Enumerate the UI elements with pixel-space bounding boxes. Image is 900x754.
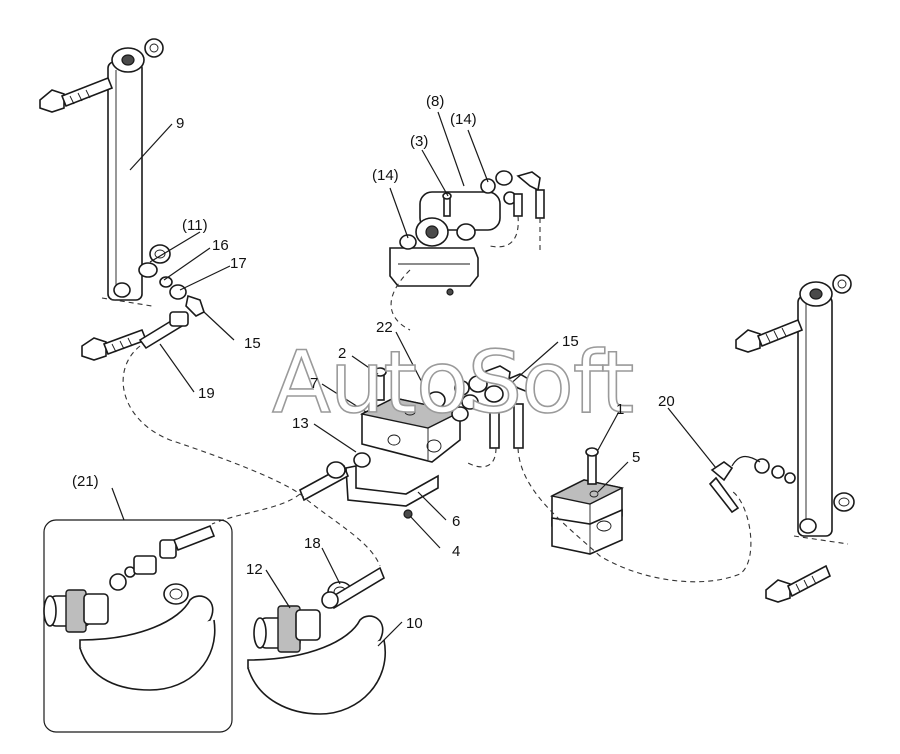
- callout-14-left: (14): [372, 167, 399, 184]
- manifold-block: [298, 365, 531, 519]
- watermark-text: AutoSoft: [272, 333, 633, 433]
- callout-13: 13: [292, 415, 309, 432]
- left-cylinder: [39, 38, 205, 361]
- callout-15-left: 15: [244, 335, 261, 352]
- valve-assembly: [389, 170, 545, 296]
- callout-20: 20: [658, 393, 675, 410]
- coupling-kit-box: [43, 519, 233, 733]
- callout-7: 7: [310, 375, 318, 392]
- callout-2: 2: [338, 345, 346, 362]
- callout-19: 19: [198, 385, 215, 402]
- leader-lines: [111, 111, 717, 647]
- callout-21: (21): [72, 473, 99, 490]
- callout-6: 6: [452, 513, 460, 530]
- callout-18: 18: [304, 535, 321, 552]
- hose-lines: [122, 269, 752, 583]
- clamp-block: [549, 447, 625, 555]
- callout-9: 9: [176, 115, 184, 132]
- callout-4: 4: [452, 543, 460, 560]
- callout-8: (8): [426, 93, 444, 110]
- callout-10: 10: [406, 615, 423, 632]
- quick-coupling: [247, 566, 386, 715]
- callout-11: (11): [182, 217, 208, 234]
- callout-14-top: (14): [450, 111, 477, 128]
- callout-12: 12: [246, 561, 263, 578]
- right-cylinder: [708, 274, 855, 603]
- callout-17: 17: [230, 255, 247, 272]
- callout-5: 5: [632, 449, 640, 466]
- callout-16: 16: [212, 237, 229, 254]
- callout-labels: 9 (11) 16 17 15 19 (8) (3) (14) (14) 22 …: [72, 93, 675, 632]
- callout-1: 1: [616, 401, 624, 418]
- callout-22: 22: [376, 319, 393, 336]
- callout-15-right: 15: [562, 333, 579, 350]
- callout-3: (3): [410, 133, 428, 150]
